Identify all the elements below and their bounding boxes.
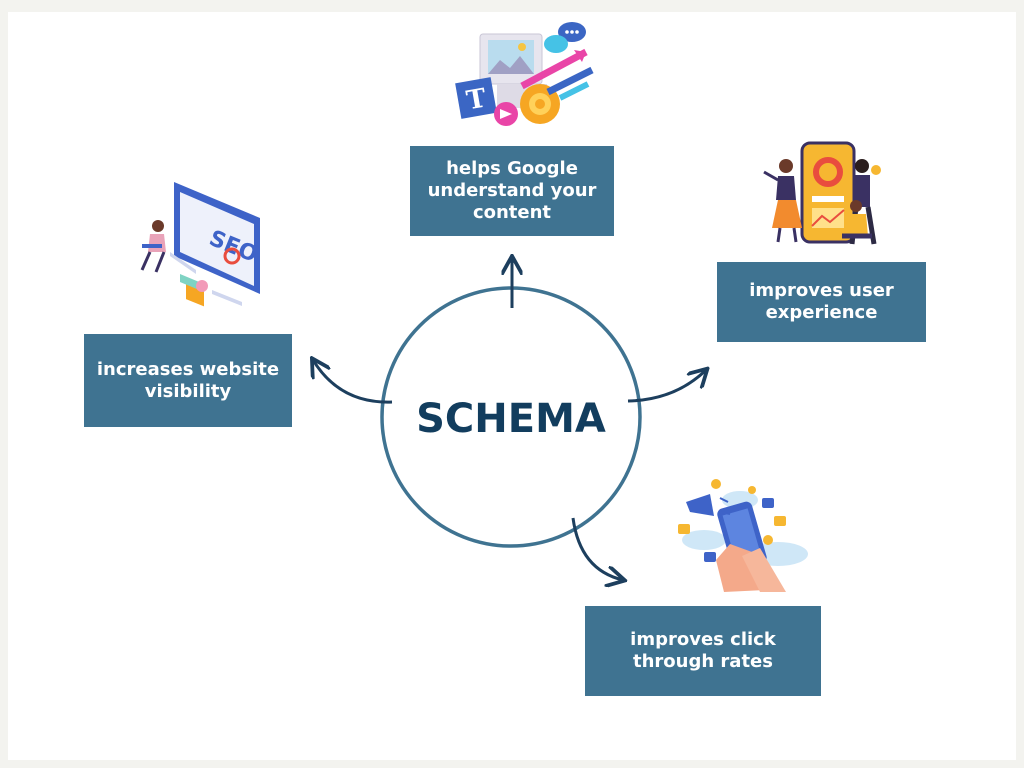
arrow-to-ctr [571, 517, 623, 580]
arrow-to-ux [627, 370, 706, 403]
seo-monitor-icon: SEO [140, 182, 261, 307]
node-helps-google-understand: helps Google understand your content [410, 146, 614, 236]
node-increases-website-visibility: increases website visibility [84, 334, 292, 427]
schema-center-label: SCHEMA [416, 396, 606, 442]
social-media-phone-icon [678, 479, 808, 592]
content-optimization-icon: T [455, 22, 594, 126]
user-experience-people-icon [763, 141, 881, 245]
node-improves-user-experience: improves user experience [717, 262, 926, 342]
node-improves-click-through-rates: improves click through rates [585, 606, 821, 696]
arrow-to-visibility [313, 360, 393, 404]
